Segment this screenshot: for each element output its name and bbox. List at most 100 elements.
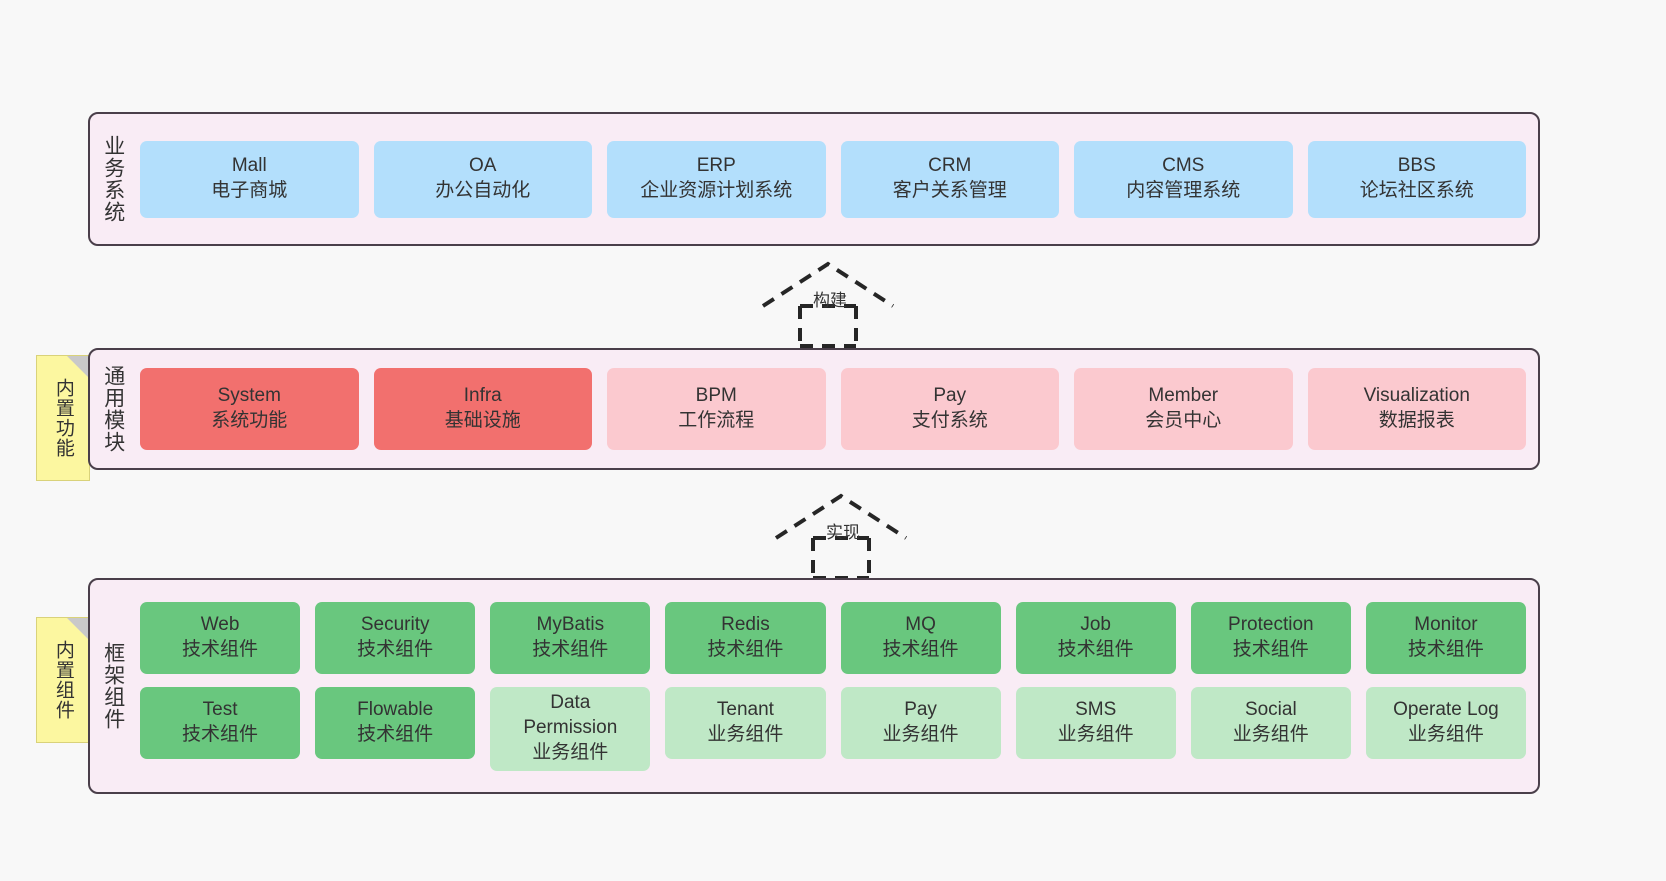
card-subtitle: 内容管理系统: [1126, 180, 1241, 201]
card-title: Pay: [904, 698, 937, 720]
note-builtin-function: 内置功能: [36, 355, 90, 481]
framework-row-business: Test 技术组件 Flowable 技术组件 Data Permission …: [140, 686, 1526, 771]
card-title: Pay: [933, 385, 967, 407]
layer-framework-component: 框架组件 Web 技术组件 Security 技术组件 MyBatis 技术组件…: [88, 578, 1540, 794]
card-title: SMS: [1075, 698, 1117, 720]
card-flowable[interactable]: Flowable 技术组件: [315, 686, 476, 759]
card-tenant[interactable]: Tenant 业务组件: [665, 686, 826, 759]
layer-body-common-module: System 系统功能 Infra 基础设施 BPM 工作流程 Pay 支付系统…: [136, 350, 1538, 468]
card-title: Mall: [231, 155, 267, 177]
card-subtitle: 业务组件: [1232, 723, 1309, 745]
layer-title-business-system: 业务系统: [101, 135, 125, 223]
card-subtitle: 会员中心: [1145, 410, 1222, 431]
card-title-line2: Permission: [523, 717, 618, 739]
card-job[interactable]: Job 技术组件: [1015, 601, 1176, 674]
card-subtitle: 技术组件: [182, 723, 259, 745]
card-title: Test: [202, 698, 238, 720]
card-title: Protection: [1228, 613, 1314, 635]
card-subtitle: 业务组件: [1057, 723, 1134, 745]
layer-common-module: 通用模块 System 系统功能 Infra 基础设施 BPM 工作流程 Pay…: [88, 348, 1540, 470]
card-title: Flowable: [357, 698, 434, 720]
card-oa[interactable]: OA 办公自动化: [373, 140, 592, 218]
card-subtitle: 论坛社区系统: [1359, 180, 1474, 201]
card-subtitle: 基础设施: [444, 410, 521, 431]
card-title: Visualization: [1363, 385, 1470, 407]
card-title: MQ: [905, 613, 936, 635]
generalization-arrow-icon: [774, 493, 908, 580]
card-subtitle: 系统功能: [211, 410, 288, 431]
connector-implement: 实现: [768, 490, 928, 580]
card-title: Social: [1244, 698, 1297, 720]
card-subtitle: 工作流程: [678, 410, 755, 431]
card-subtitle: 技术组件: [1407, 638, 1484, 660]
card-title: MyBatis: [536, 613, 605, 635]
card-crm[interactable]: CRM 客户关系管理: [840, 140, 1059, 218]
card-redis[interactable]: Redis 技术组件: [665, 601, 826, 674]
card-operate-log[interactable]: Operate Log 业务组件: [1365, 686, 1526, 759]
note-label: 内置功能: [52, 378, 74, 458]
card-security[interactable]: Security 技术组件: [315, 601, 476, 674]
card-subtitle: 技术组件: [882, 638, 959, 660]
card-subtitle: 支付系统: [911, 410, 988, 431]
card-subtitle: 电子商城: [211, 180, 288, 201]
card-bpm[interactable]: BPM 工作流程: [607, 368, 826, 450]
card-title: Monitor: [1414, 613, 1478, 635]
card-mq[interactable]: MQ 技术组件: [840, 601, 1001, 674]
layer-title-framework-component: 框架组件: [101, 642, 125, 730]
card-subtitle: 业务组件: [1407, 723, 1484, 745]
card-title: Job: [1080, 613, 1111, 635]
card-title: Web: [200, 613, 240, 635]
connector-build: 构建: [755, 258, 915, 348]
card-title: Data: [550, 692, 591, 714]
card-subtitle: 客户关系管理: [892, 180, 1007, 201]
card-title: Tenant: [716, 698, 774, 720]
card-title: Infra: [463, 385, 502, 407]
card-title: BPM: [695, 385, 737, 407]
layer-body-business-system: Mall 电子商城 OA 办公自动化 ERP 企业资源计划系统 CRM 客户关系…: [136, 114, 1538, 244]
card-title: BBS: [1397, 155, 1436, 177]
card-web[interactable]: Web 技术组件: [140, 601, 301, 674]
card-erp[interactable]: ERP 企业资源计划系统: [607, 140, 826, 218]
card-monitor[interactable]: Monitor 技术组件: [1365, 601, 1526, 674]
card-pay-module[interactable]: Pay 支付系统: [840, 368, 1059, 450]
card-subtitle: 业务组件: [882, 723, 959, 745]
connector-build-label: 构建: [813, 291, 847, 310]
card-subtitle: 技术组件: [357, 638, 434, 660]
card-subtitle: 业务组件: [707, 723, 784, 745]
card-member[interactable]: Member 会员中心: [1074, 368, 1293, 450]
card-visualization[interactable]: Visualization 数据报表: [1307, 368, 1526, 450]
card-data-permission[interactable]: Data Permission 业务组件: [490, 686, 651, 771]
card-title: Operate Log: [1393, 698, 1499, 720]
card-title: Security: [360, 613, 430, 635]
note-label: 内置组件: [52, 640, 74, 720]
card-sms[interactable]: SMS 业务组件: [1015, 686, 1176, 759]
card-subtitle: 技术组件: [707, 638, 784, 660]
card-subtitle: 数据报表: [1378, 410, 1455, 431]
card-subtitle: 办公自动化: [435, 180, 531, 201]
card-mybatis[interactable]: MyBatis 技术组件: [490, 601, 651, 674]
card-title: System: [217, 385, 281, 407]
card-test[interactable]: Test 技术组件: [140, 686, 301, 759]
card-bbs[interactable]: BBS 论坛社区系统: [1307, 140, 1526, 218]
card-subtitle: 技术组件: [357, 723, 434, 745]
note-fold-corner-icon: [67, 356, 89, 378]
card-system[interactable]: System 系统功能: [140, 368, 359, 450]
card-cms[interactable]: CMS 内容管理系统: [1074, 140, 1293, 218]
card-pay-component[interactable]: Pay 业务组件: [840, 686, 1001, 759]
card-title: Member: [1148, 385, 1219, 407]
card-infra[interactable]: Infra 基础设施: [373, 368, 592, 450]
card-title: ERP: [696, 155, 736, 177]
card-subtitle: 企业资源计划系统: [640, 180, 793, 201]
card-title: Redis: [721, 613, 770, 635]
card-mall[interactable]: Mall 电子商城: [140, 140, 359, 218]
layer-business-system: 业务系统 Mall 电子商城 OA 办公自动化 ERP 企业资源计划系统 CRM…: [88, 112, 1540, 246]
card-subtitle: 业务组件: [532, 741, 609, 763]
card-social[interactable]: Social 业务组件: [1190, 686, 1351, 759]
card-subtitle: 技术组件: [1232, 638, 1309, 660]
card-protection[interactable]: Protection 技术组件: [1190, 601, 1351, 674]
card-subtitle: 技术组件: [1057, 638, 1134, 660]
note-fold-corner-icon: [67, 618, 89, 640]
note-builtin-component: 内置组件: [36, 617, 90, 743]
layer-body-framework-component: Web 技术组件 Security 技术组件 MyBatis 技术组件 Redi…: [136, 580, 1538, 792]
